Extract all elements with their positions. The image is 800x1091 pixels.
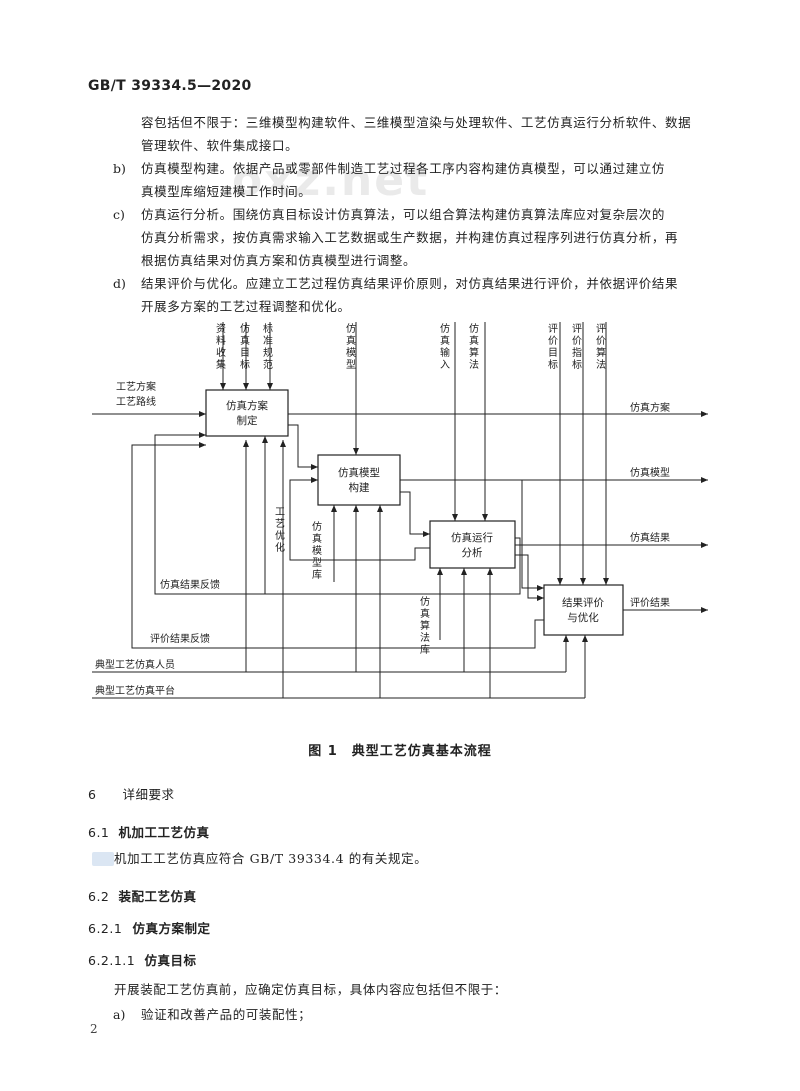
section-6-2-number: 6.2 [88,889,110,904]
section-6-2-1-1-number: 6.2.1.1 [88,953,136,968]
box-run-line2: 分析 [462,546,483,559]
section-6-heading: 6 详细要求 [88,784,175,803]
box-run-line1: 仿真运行 [451,531,493,544]
label-process-route: 工艺路线 [116,395,156,408]
box-eval-line1: 结果评价 [562,596,604,609]
box-model: 仿真模型 构建 [317,454,401,506]
label-sim-model-input: 仿真模型 [346,322,356,371]
list-item-d-line1: 结果评价与优化。应建立工艺过程仿真结果评价原则，对仿真结果进行评价，并依据评价结… [141,276,679,291]
list-item-b-line1: 仿真模型构建。依据产品或零部件制造工艺过程各工序内容构建仿真模型，可以通过建立仿 [141,161,666,176]
label-output-plan: 仿真方案 [630,401,670,414]
standard-number: GB/T 39334.5—2020 [88,78,252,94]
section-6-1-title: 机加工工艺仿真 [118,825,210,840]
section-6-2-1-1-heading: 6.2.1.1 仿真目标 [88,950,197,969]
list-marker-b: b) [113,161,126,176]
section-6-2-1-heading: 6.2.1 仿真方案制定 [88,918,211,937]
list-item-b-line2: 真模型库缩短建模工作时间。 [141,184,312,199]
page-number: 2 [90,1022,98,1036]
label-sim-goal: 仿真目标 [240,322,250,371]
label-eval-index: 评价指标 [572,323,582,371]
section-6-2-1-1-title: 仿真目标 [144,953,197,968]
para-6-2-1-1: 开展装配工艺仿真前，应确定仿真目标，具体内容应包括但不限于： [114,982,508,997]
watermark-text: oxz.net [232,155,430,206]
label-sim-feedback: 仿真结果反馈 [160,578,220,591]
box-eval-line2: 与优化 [567,611,599,624]
section-6-2-1-number: 6.2.1 [88,921,123,936]
label-process-opt: 工艺优化 [275,507,285,554]
box-run: 仿真运行 分析 [429,520,516,569]
list-marker-c: c) [113,207,125,222]
label-staff: 典型工艺仿真人员 [95,658,175,671]
label-eval-goal: 评价目标 [548,323,558,371]
label-platform: 典型工艺仿真平台 [95,684,175,697]
label-output-model: 仿真模型 [630,466,670,479]
list-item-a: 验证和改善产品的可装配性； [141,1007,312,1022]
para-6-1: 机加工工艺仿真应符合 GB/T 39334.4 的有关规定。 [114,851,428,866]
label-sim-algorithm: 仿真算法 [469,322,479,371]
section-6-2-heading: 6.2 装配工艺仿真 [88,886,197,905]
label-eval-feedback: 评价结果反馈 [150,632,210,645]
section-6-1-number: 6.1 [88,825,110,840]
section-6-2-title: 装配工艺仿真 [118,889,197,904]
list-item-c-line2: 仿真分析需求，按仿真需求输入工艺数据或生产数据，并构建仿真过程序列进行仿真分析，… [141,230,679,245]
label-process-plan: 工艺方案 [116,380,156,393]
label-data-collection: 资料收集 [216,323,226,371]
box-plan: 仿真方案 制定 [205,389,289,437]
label-model-lib: 仿真模型库 [312,520,322,581]
label-output-result: 仿真结果 [630,531,670,544]
section-6-2-1-title: 仿真方案制定 [132,921,211,936]
label-eval-algorithm: 评价算法 [596,323,606,371]
label-output-eval: 评价结果 [630,596,670,609]
box-eval: 结果评价 与优化 [543,584,624,636]
box-plan-line1: 仿真方案 [226,399,268,412]
label-sim-input: 仿真输入 [440,322,450,371]
box-plan-line2: 制定 [237,414,258,427]
box-model-line2: 构建 [349,481,370,494]
label-algo-lib: 仿真算法库 [420,595,430,656]
section-6-title: 详细要求 [122,787,175,802]
section-6-number: 6 [88,787,97,802]
list-item-c-line1: 仿真运行分析。围绕仿真目标设计仿真算法，可以组合算法构建仿真算法库应对复杂层次的 [141,207,666,222]
list-item-c-line3: 根据仿真结果对仿真方案和仿真模型进行调整。 [141,253,417,268]
section-6-1-heading: 6.1 机加工工艺仿真 [88,822,210,841]
para-continuation-line1: 容包括但不限于：三维模型构建软件、三维模型渲染与处理软件、工艺仿真运行分析软件、… [141,115,692,130]
figure-caption: 图 1 典型工艺仿真基本流程 [308,744,492,759]
list-marker-a: a) [113,1007,126,1022]
label-std-norms: 标准规范 [263,323,273,371]
para-continuation-line2: 管理软件、软件集成接口。 [141,138,299,153]
list-item-d-line2: 开展多方案的工艺过程调整和优化。 [141,299,351,314]
watermark-logo-icon [92,852,114,866]
list-marker-d: d) [113,276,126,291]
box-model-line1: 仿真模型 [338,466,380,479]
